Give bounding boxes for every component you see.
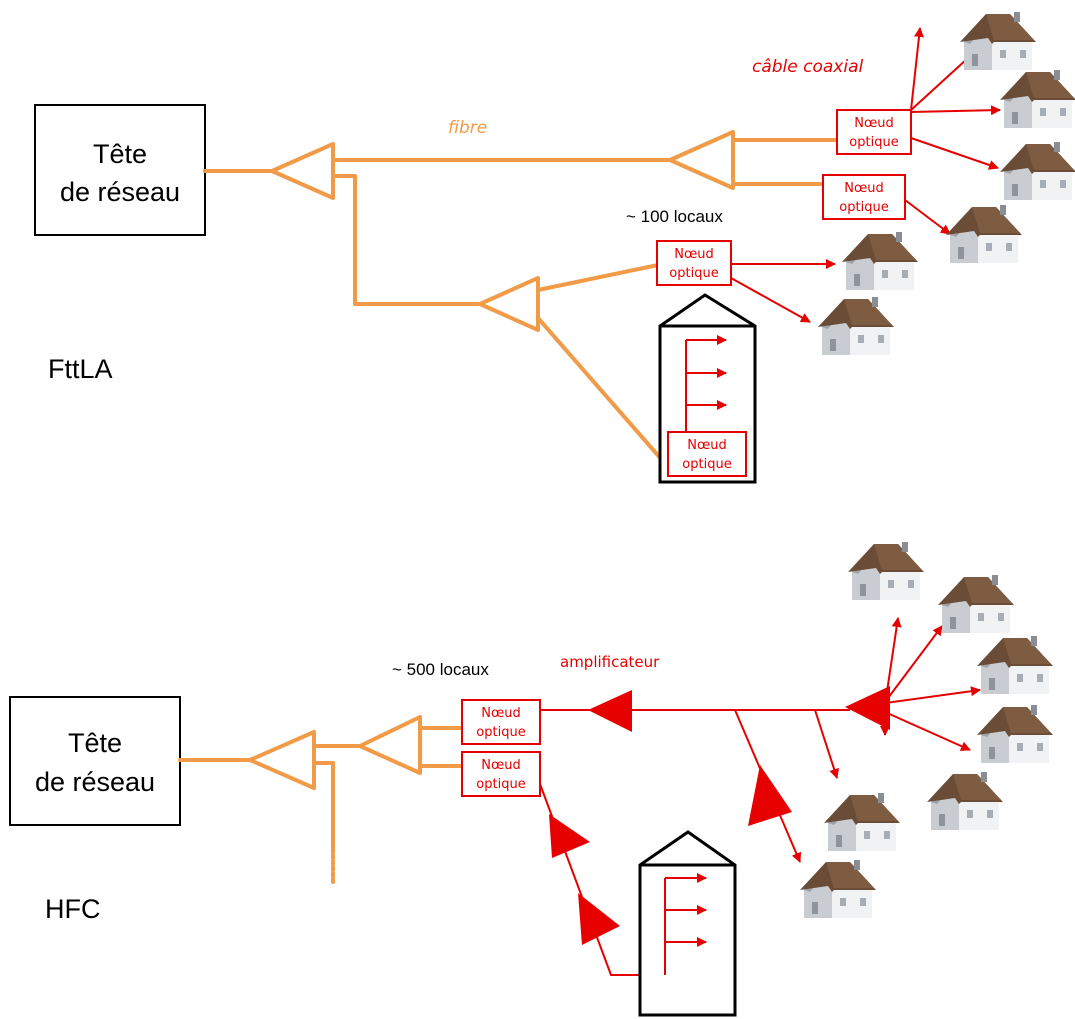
amplifier-icon xyxy=(549,814,590,858)
splitter-icon xyxy=(358,715,422,775)
house-icon xyxy=(848,542,924,600)
svg-text:Nœud: Nœud xyxy=(687,438,727,453)
svg-text:optique: optique xyxy=(682,457,731,472)
optical-node[interactable]: Nœud optique xyxy=(461,751,541,797)
headend-line2: de réseau xyxy=(35,767,155,797)
optical-node[interactable]: Nœud optique xyxy=(461,699,541,745)
house-icon xyxy=(946,205,1022,263)
splitter-icon xyxy=(668,130,735,190)
house-icon xyxy=(938,575,1014,633)
section-label-hfc: HFC xyxy=(45,894,101,924)
svg-text:optique: optique xyxy=(476,777,525,792)
house-icon xyxy=(977,636,1053,694)
amplifier-icon xyxy=(845,686,890,730)
fibre-network xyxy=(178,715,464,884)
count-label: ~ 100 locaux xyxy=(626,207,723,226)
svg-text:optique: optique xyxy=(669,266,718,281)
house-icon xyxy=(1000,142,1075,200)
building-icon xyxy=(638,830,737,1017)
svg-text:optique: optique xyxy=(839,200,888,215)
house-icon xyxy=(960,12,1036,70)
amplifier-icon xyxy=(748,765,792,826)
svg-text:Nœud: Nœud xyxy=(481,706,521,721)
fibre-network xyxy=(203,130,840,462)
svg-text:Nœud: Nœud xyxy=(481,758,521,773)
optical-node[interactable]: Nœud optique xyxy=(656,240,732,286)
headend-line2: de réseau xyxy=(60,177,180,207)
svg-text:Nœud: Nœud xyxy=(854,116,894,131)
svg-text:optique: optique xyxy=(476,725,525,740)
splitter-icon xyxy=(478,276,540,332)
headend-box[interactable] xyxy=(34,104,206,236)
optical-node[interactable]: Nœud optique xyxy=(822,174,906,220)
svg-text:Nœud: Nœud xyxy=(674,247,714,262)
house-icon xyxy=(927,772,1003,830)
count-label: ~ 500 locaux xyxy=(392,660,489,679)
splitter-icon xyxy=(270,142,335,200)
headend-line1: Tête xyxy=(68,728,122,758)
amplifier-icon xyxy=(578,893,620,945)
coax-label: câble coaxial xyxy=(752,57,864,77)
house-icon xyxy=(824,793,900,851)
splitter-icon xyxy=(248,730,316,790)
svg-text:Nœud: Nœud xyxy=(844,181,884,196)
optical-node[interactable]: Nœud optique xyxy=(667,431,747,477)
house-icon xyxy=(977,705,1053,763)
house-icon xyxy=(800,860,876,918)
fttla-section: Tête de réseau fibre câble coaxial ~ 100… xyxy=(34,12,1075,484)
section-label-fttla: FttLA xyxy=(48,354,113,384)
amplifier-label: amplificateur xyxy=(560,653,660,671)
headend-box[interactable] xyxy=(9,696,181,826)
house-icon xyxy=(842,232,918,290)
fibre-label: fibre xyxy=(448,118,487,138)
optical-node[interactable]: Nœud optique xyxy=(836,109,912,155)
headend-line1: Tête xyxy=(93,139,147,169)
house-icon xyxy=(1000,70,1075,128)
svg-text:optique: optique xyxy=(849,135,898,150)
hfc-section: Tête de réseau ~ 500 locaux amplificateu… xyxy=(9,542,1053,1017)
amplifier-icon xyxy=(588,690,632,732)
house-icon xyxy=(818,297,894,355)
